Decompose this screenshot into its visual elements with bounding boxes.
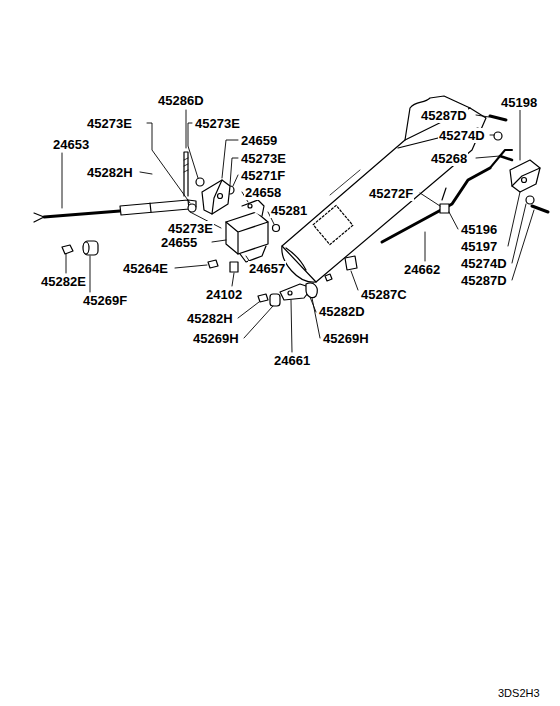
callout-number: 24655 [160,235,198,250]
callout-number: 24662 [403,262,441,277]
callout-number: 45269F [82,293,128,308]
callout-number: 45282D [318,304,366,319]
callout-number: 45287D [460,273,508,288]
strut-bushing [62,241,98,255]
column-tube [273,96,487,282]
callout-number: 24661 [273,353,311,368]
callout-number: 45282E [40,274,87,289]
callout-number: 24658 [244,185,282,200]
callout-number: 45282H [186,311,234,326]
callout-number: 45286D [157,93,205,108]
callout-number: 24653 [52,137,90,152]
callout-number: 45273E [240,151,287,166]
leader-lines [62,110,534,352]
callout-number: 45274D [460,256,508,271]
callout-number: 24657 [248,261,286,276]
callout-number: 45264E [122,261,169,276]
callout-number: 45281 [270,203,308,218]
callout-number: 24102 [205,287,243,302]
drawing-code: 3DS2H3 [497,686,541,701]
callout-number: 45274D [438,128,486,143]
callout-number: 45273E [194,116,241,131]
callout-number: 24659 [240,133,278,148]
callout-number: 45271F [240,168,286,183]
callout-number: 45269H [322,331,370,346]
callout-number: 45269H [192,331,240,346]
callout-number: 45273E [167,221,214,236]
callout-number: 45268 [430,151,468,166]
callout-number: 45287D [420,108,468,123]
gas-strut [34,200,196,222]
callout-number: 45273E [86,116,133,131]
bracket [202,180,230,214]
callout-number: 45197 [460,239,498,254]
callout-number: 45196 [460,222,498,237]
callout-number: 45287C [360,287,408,302]
callout-number: 45282H [86,165,134,180]
callout-number: 45198 [500,95,538,110]
callout-number: 45272F [368,186,414,201]
